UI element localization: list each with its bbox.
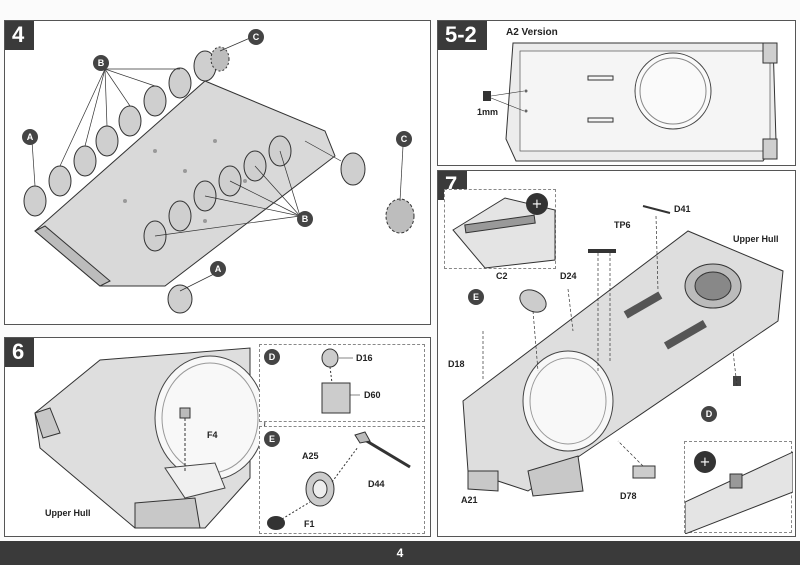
zoom-inset-top-illustration: + [452, 193, 556, 269]
callout-a-bottom: A [210, 261, 226, 277]
part-d44-label: D44 [368, 479, 385, 489]
part-d41-label: D41 [674, 204, 691, 214]
callout-e-step7: E [468, 289, 484, 305]
step-7-illustration [462, 205, 784, 497]
part-f1-label: F1 [304, 519, 315, 529]
sub-d-illustration [321, 348, 360, 414]
svg-text:+: + [532, 197, 543, 212]
hole-size-note: 1mm [477, 107, 499, 117]
step-4-illustration [23, 37, 415, 314]
callout-d-sub: D [264, 349, 280, 365]
svg-text:+: + [700, 455, 711, 470]
callout-d-step7: D [701, 406, 717, 422]
upper-hull-label-6: Upper Hull [45, 508, 91, 518]
part-a21-label: A21 [461, 495, 478, 505]
zoom-inset-top: + [444, 189, 556, 269]
page-number: 4 [396, 546, 404, 560]
sub-e-illustration [267, 431, 411, 530]
step-4-number: 4 [5, 21, 35, 50]
step-6-number: 6 [5, 338, 35, 367]
part-f4-label: F4 [207, 430, 218, 440]
part-d24-label: D24 [560, 271, 577, 281]
callout-e-sub: E [264, 431, 280, 447]
step-5-2-panel: 5-2 A2 Version 1mm [437, 20, 796, 166]
part-d60-label: D60 [364, 390, 381, 400]
callout-b-lower: B [297, 211, 313, 227]
step-5-2-title: A2 Version [506, 27, 558, 38]
step-6-illustration [34, 347, 266, 529]
step-5-2-number: 5-2 [438, 21, 487, 50]
part-d78-label: D78 [620, 491, 637, 501]
sub-diagram-d: D D16 D60 [259, 344, 425, 422]
part-d18-label: D18 [448, 359, 465, 369]
upper-hull-label-7: Upper Hull [733, 234, 779, 244]
callout-c-top: C [248, 29, 264, 45]
zoom-inset-bottom-illustration: + [685, 451, 793, 534]
step-5-2-illustration [483, 42, 778, 162]
part-tp6-label: TP6 [614, 220, 631, 230]
part-a25-label: A25 [302, 451, 319, 461]
callout-c-right: C [396, 131, 412, 147]
sub-diagram-e: E A25 D44 F1 [259, 426, 425, 534]
step-4-panel: 4 [4, 20, 431, 325]
step-6-panel: 6 Upper Hull F4 D D16 D60 E [4, 337, 431, 537]
part-c2-label: C2 [496, 271, 508, 281]
page-footer: 4 [0, 541, 800, 565]
callout-a-left: A [22, 129, 38, 145]
callout-b-upper: B [93, 55, 109, 71]
step-7-panel: 7 + [437, 170, 796, 537]
zoom-inset-bottom: + [684, 441, 793, 534]
part-d16-label: D16 [356, 353, 373, 363]
